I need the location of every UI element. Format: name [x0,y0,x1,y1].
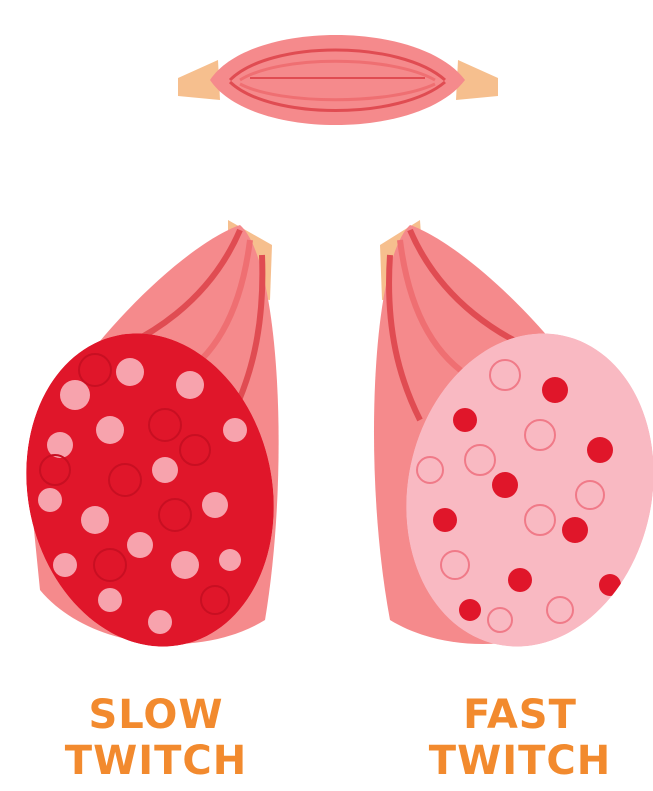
fast-twitch-fiber-bundle-icon [374,220,653,670]
fast-twitch-label-line1: FAST [410,692,630,738]
whole-muscle-icon [178,35,498,125]
slow-twitch-label-line1: SLOW [46,692,266,738]
slow-twitch-label-line2: TWITCH [46,738,266,784]
fast-twitch-label: FAST TWITCH [410,692,630,784]
fast-twitch-label-line2: TWITCH [410,738,630,784]
slow-twitch-label: SLOW TWITCH [46,692,266,784]
slow-twitch-fiber-bundle-icon [0,220,302,670]
